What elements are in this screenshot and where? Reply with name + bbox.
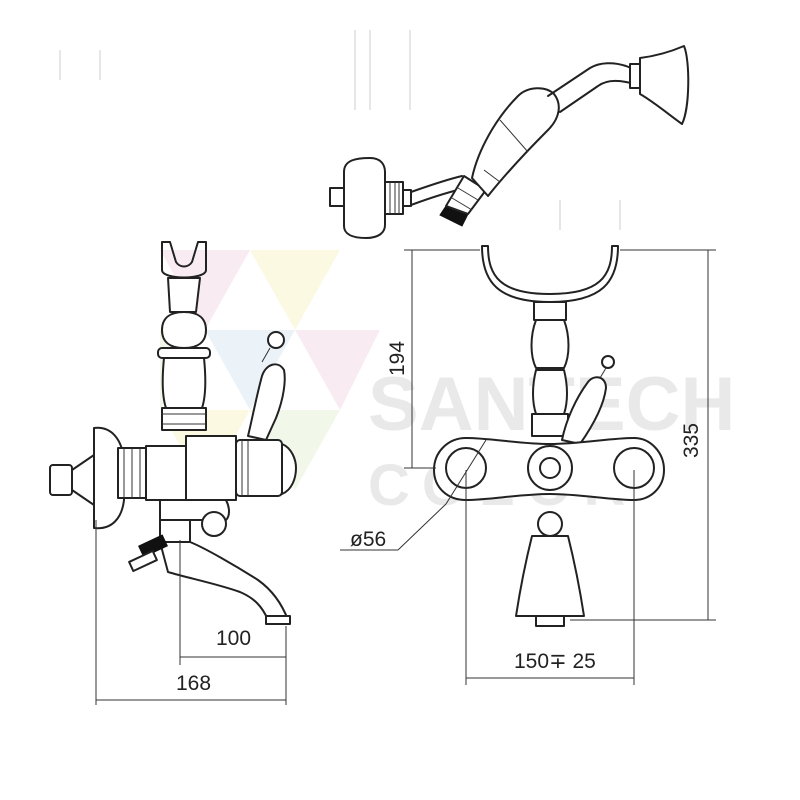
holder-nut-front: [531, 413, 569, 437]
dim-335: 335: [680, 423, 703, 458]
shower-handle: [471, 87, 560, 197]
diverter-knob: [201, 511, 227, 537]
wall-flange: [343, 157, 386, 239]
spout-front: [515, 535, 585, 617]
mixer-front-view: [433, 245, 665, 627]
hose: [410, 175, 463, 193]
spout: [159, 541, 289, 621]
lever-knob: [267, 331, 285, 349]
mixer-body-side: [185, 435, 237, 501]
connector-nut: [329, 187, 345, 207]
shower-neck: [547, 62, 637, 97]
dim-100: 100: [216, 627, 251, 650]
center-boss: [527, 445, 573, 491]
dim-194: 194: [386, 341, 409, 376]
shower-head: [639, 45, 690, 125]
holder-neck-front: [533, 301, 567, 321]
holder-ball: [161, 311, 207, 349]
connector-body: [384, 181, 404, 215]
dim-150: 150∓ 25: [514, 650, 596, 673]
hand-shower-assembly: [329, 45, 690, 239]
holder-body: [161, 357, 207, 409]
diverter-lever-front: [561, 376, 607, 445]
dimension-lines: [95, 249, 716, 705]
cartridge-housing: [235, 439, 283, 497]
spout-black-ring: [138, 534, 168, 558]
eccentric-nut: [49, 464, 73, 496]
diverter-lever: [247, 363, 286, 441]
holder-ball-front: [530, 319, 570, 369]
aerator: [265, 615, 291, 625]
dim-leader-56: [445, 439, 487, 505]
holder-nut: [161, 407, 207, 431]
holder-column: [167, 277, 201, 313]
dim-168: 168: [176, 672, 211, 695]
aerator-front: [535, 615, 565, 627]
mixer-side-view: [49, 241, 297, 625]
construction-lines: [59, 30, 621, 230]
dim-56: ø56: [350, 528, 386, 551]
eccentric-connector: [71, 454, 95, 506]
holder-u-front: [481, 245, 619, 303]
shower-head-collar: [629, 63, 641, 89]
wall-flange-side: [93, 426, 125, 530]
diverter-knob-front: [537, 511, 563, 537]
holder-fork: [161, 241, 207, 279]
